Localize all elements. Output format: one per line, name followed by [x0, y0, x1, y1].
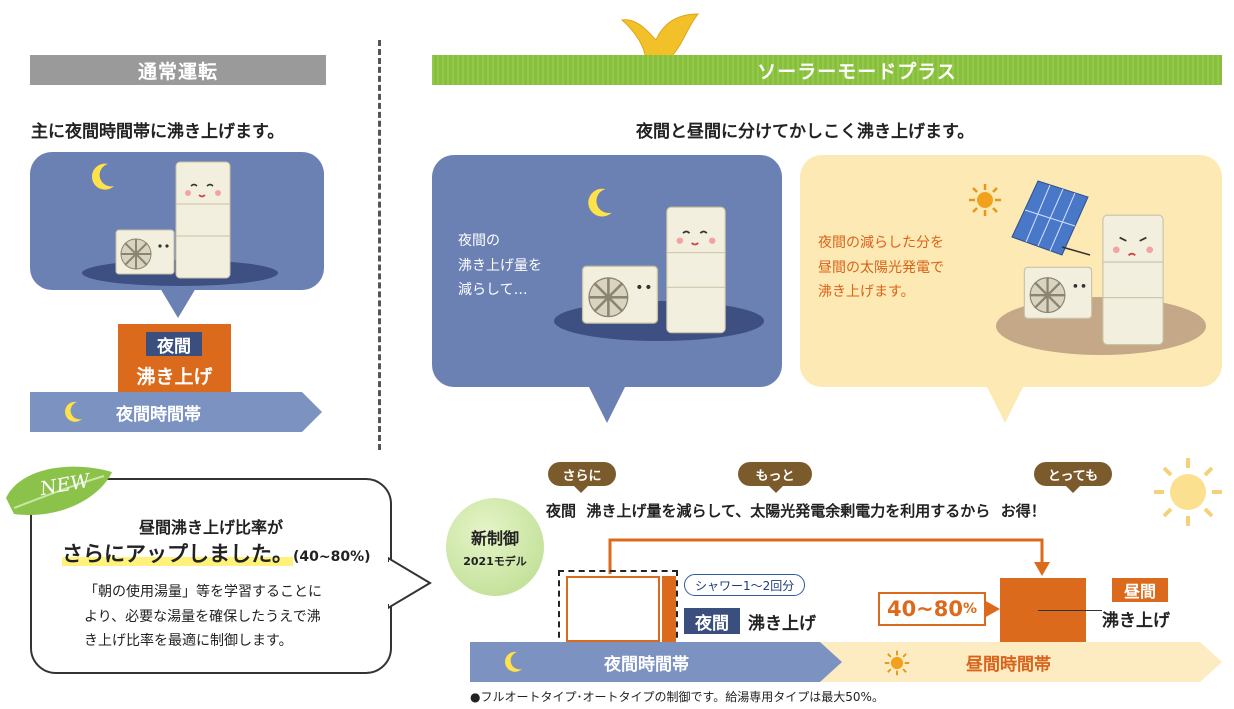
sun-icon [969, 184, 1001, 216]
night-tag: 夜間 [684, 608, 740, 634]
solar-night-scene: 夜間の 沸き上げ量を 減らして… [432, 155, 782, 387]
moon-icon [65, 401, 82, 422]
pill-sarani: さらに [548, 462, 616, 486]
solar-day-text: 夜間の減らした分を 昼間の太陽光発電で 沸き上げます。 [818, 231, 944, 305]
solar-panel-icon [1011, 180, 1091, 256]
night-text-line: 減らして… [458, 282, 528, 298]
shower-amount-label: シャワー1～2回分 [684, 574, 806, 596]
day-ratio-value: 40~80 [886, 597, 963, 621]
callout-tail [388, 556, 432, 610]
heat-pump-unit-icon [1023, 266, 1093, 319]
pill-tottemo: とっても [1034, 462, 1112, 486]
solar-night-text: 夜間の 沸き上げ量を 減らして… [458, 229, 542, 303]
new-control-model: 2021モデル [463, 555, 527, 568]
pill-motto: もっと [738, 462, 812, 486]
night-text-line: 夜間の [458, 233, 500, 249]
new-feature-title-line2: さらにアップしました。(40~80%) [62, 538, 371, 568]
solar-mode-header-label: ソーラーモードプラス [757, 60, 957, 83]
day-text-line: 夜間の減らした分を [818, 235, 944, 251]
water-tank-icon [175, 161, 231, 279]
day-boil-text: 沸き上げ [1102, 611, 1170, 631]
solar-day-scene: 夜間の減らした分を 昼間の太陽光発電で 沸き上げます。 [800, 155, 1222, 387]
day-tag: 昼間 [1112, 578, 1168, 602]
pill-pointer [573, 485, 589, 493]
heat-pump-unit-icon [581, 265, 659, 324]
new-feature-body: 「朝の使用湯量」等を学習することに より、必要な湯量を確保したうえで沸 き上げ比… [84, 580, 322, 654]
headline-main: 沸き上げ量を減らして、太陽光発電余剰電力を利用するから [586, 502, 991, 520]
night-tag: 夜間 [146, 332, 202, 357]
new-control-title: 新制御 [470, 529, 519, 548]
bubble-pointer [986, 385, 1024, 423]
body-line: 「朝の使用湯量」等を学習することに [84, 584, 322, 600]
solar-mode-subtitle: 夜間と昼間に分けてかしこく沸き上げます。 [636, 122, 975, 142]
sun-icon [1154, 458, 1222, 526]
pill-pointer [1065, 485, 1081, 493]
solar-mode-header: ソーラーモードプラス [432, 55, 1222, 85]
remaining-night-boil [662, 576, 676, 642]
new-control-badge: 新制御 2021モデル [446, 498, 544, 596]
shift-arrow [608, 538, 1050, 576]
new-leaf-badge-icon [6, 466, 112, 515]
night-boil-text: 沸き上げ [748, 614, 816, 634]
bubble-pointer [588, 385, 626, 423]
timeband-arrows [470, 642, 1222, 682]
day-timeband-label: 昼間時間帯 [966, 654, 1051, 675]
day-text-line: 昼間の太陽光発電で [818, 259, 944, 276]
headline-benefit: お得！ [1000, 502, 1046, 520]
day-text-line: 沸き上げます。 [818, 284, 915, 300]
headline-night: 夜間 [546, 502, 577, 520]
sun-icon [884, 650, 910, 676]
normal-night-scene [30, 152, 324, 290]
new-feature-title-line1: 昼間沸き上げ比率が [138, 518, 283, 537]
pill-pointer [768, 485, 784, 493]
heat-pump-unit-icon [115, 229, 175, 275]
night-timeband-label: 夜間時間帯 [604, 654, 689, 675]
night-timeband-arrow [30, 392, 322, 432]
day-ratio-label: 40~80% [878, 592, 986, 626]
new-feature-headline: さらにアップしました。 [62, 542, 293, 566]
control-headline: 夜間 沸き上げ量を減らして、太陽光発電余剰電力を利用するから お得！ [546, 500, 1046, 521]
bubble-pointer [160, 288, 196, 318]
body-line: より、必要な湯量を確保したうえで沸 [84, 608, 321, 625]
normal-mode-header: 通常運転 [30, 55, 326, 85]
moon-icon [91, 163, 114, 190]
water-tank-icon [666, 206, 726, 334]
new-feature-range: (40~80%) [293, 549, 371, 565]
moon-icon [588, 188, 612, 217]
normal-mode-subtitle: 主に夜間時間帯に沸き上げます。 [31, 122, 285, 142]
water-tank-icon [1102, 214, 1164, 346]
boil-text: 沸き上げ [136, 366, 213, 388]
moon-icon [505, 651, 522, 672]
body-line: き上げ比率を最適に制御します。 [84, 633, 293, 649]
day-boil-box [1000, 578, 1086, 644]
ratio-pointer [984, 600, 1000, 618]
section-divider [378, 40, 381, 450]
day-ratio-unit: % [963, 601, 978, 617]
night-text-line: 沸き上げ量を [458, 257, 542, 274]
new-feature-callout: 昼間沸き上げ比率が さらにアップしました。(40~80%) 「朝の使用湯量」等を… [30, 478, 392, 674]
night-timeband-label: 夜間時間帯 [116, 404, 201, 425]
footnote: ●フルオートタイプ･オートタイプの制御です。給湯専用タイプは最大50%。 [470, 690, 884, 704]
night-boil-label: 夜間 沸き上げ [118, 324, 231, 392]
leader-line [1038, 610, 1102, 611]
reduced-amount-box [566, 576, 660, 642]
